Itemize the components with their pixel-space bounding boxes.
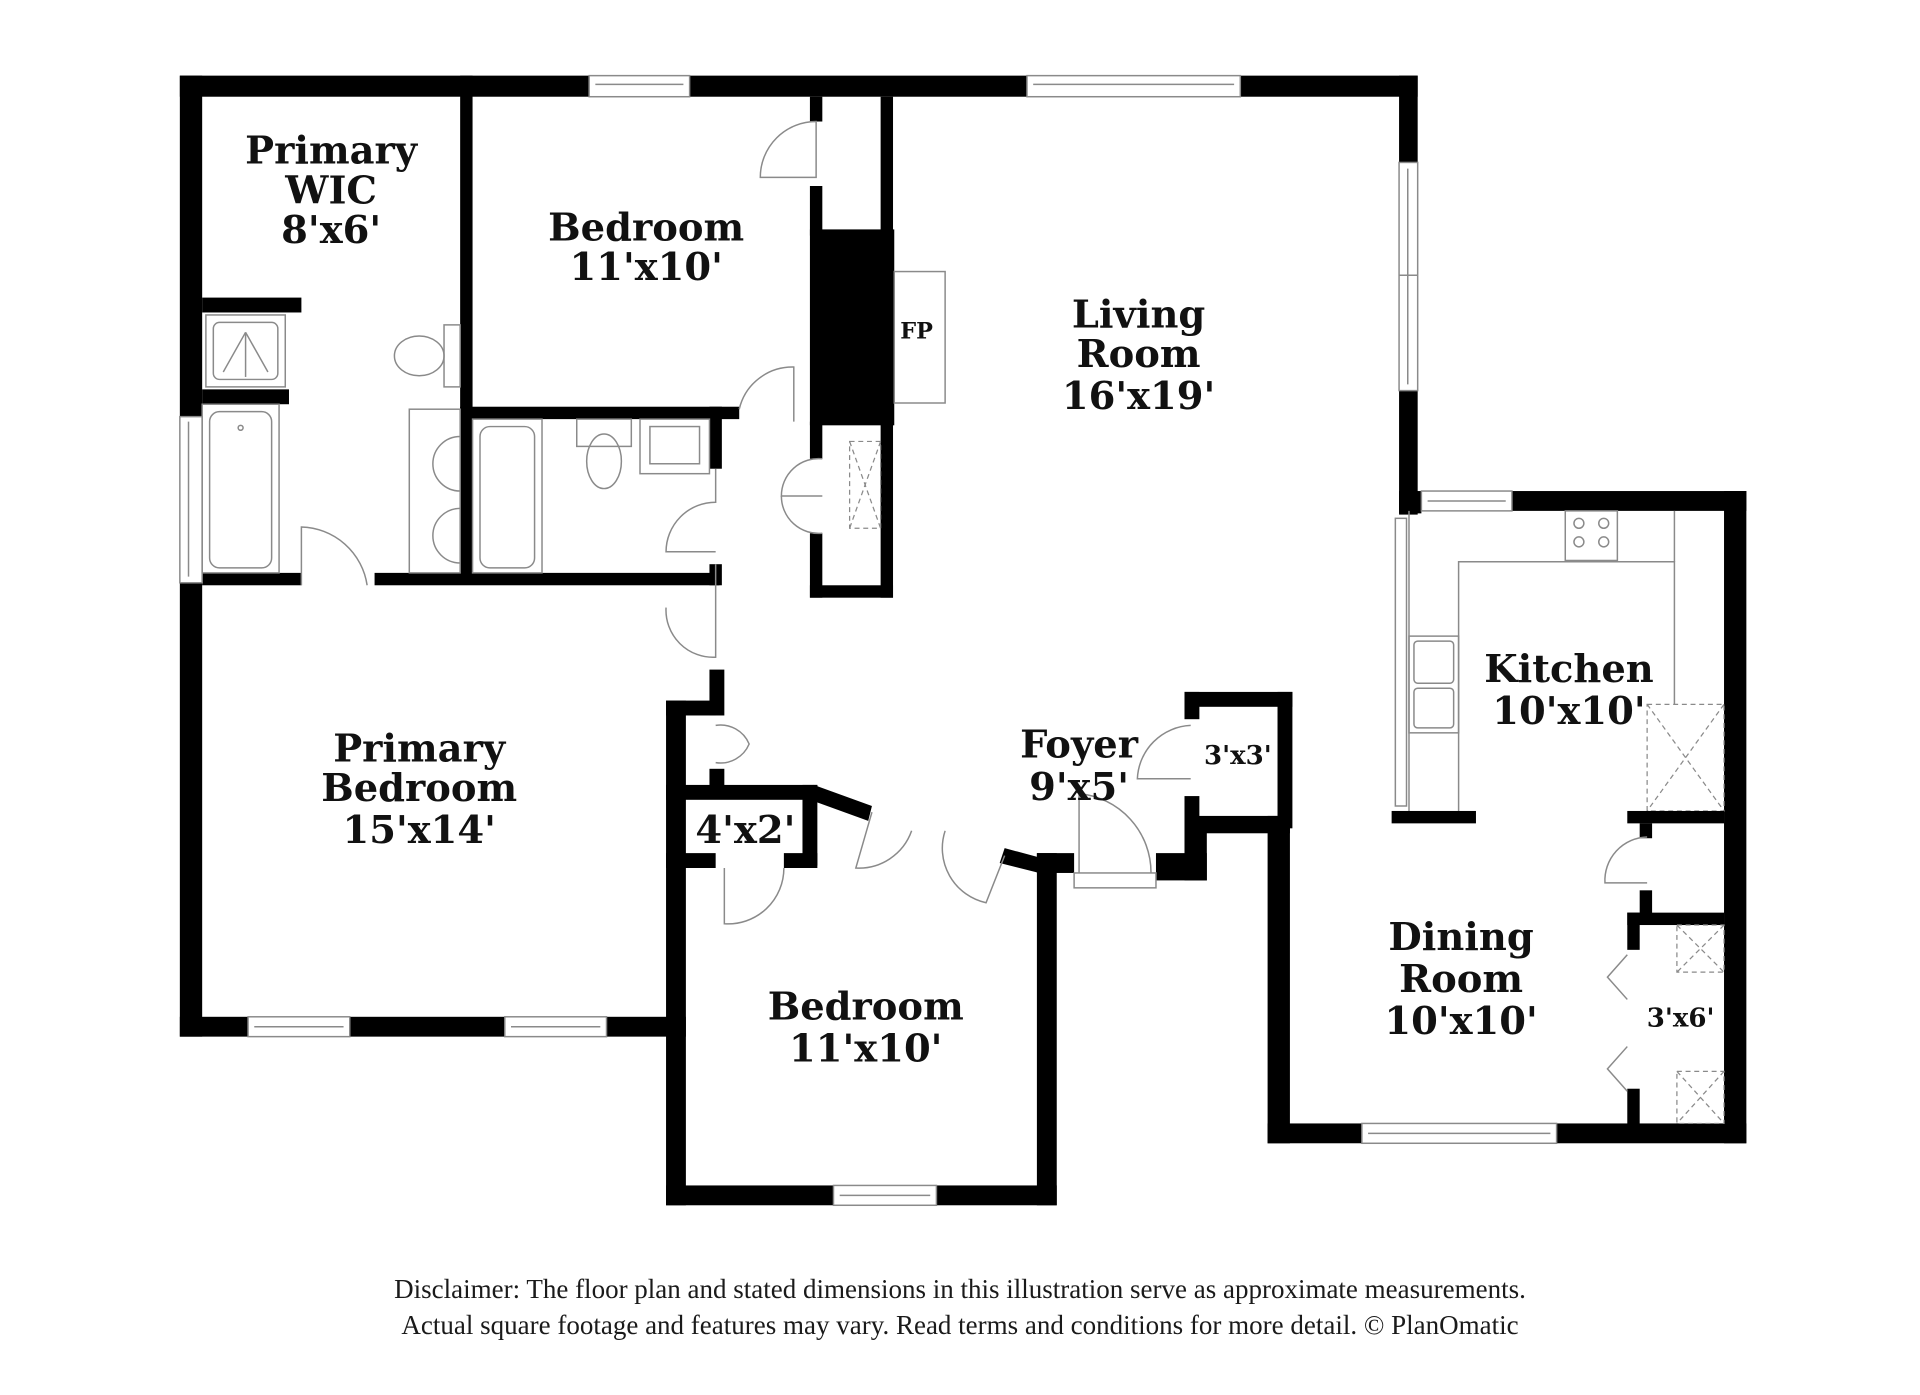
windows: [179, 74, 1558, 1207]
svg-text:Room: Room: [1077, 332, 1201, 377]
room-label-living-room: Living Room 16'x19': [1062, 292, 1215, 419]
svg-text:Bedroom: Bedroom: [768, 984, 964, 1029]
fixtures: [201, 270, 1725, 1126]
room-label-kitchen: Kitchen 10'x10': [1484, 647, 1654, 734]
svg-text:Bedroom: Bedroom: [321, 766, 517, 811]
room-label-primary-bedroom: Primary Bedroom 15'x14': [321, 726, 517, 853]
svg-text:15'x14': 15'x14': [342, 808, 495, 853]
svg-text:11'x10': 11'x10': [789, 1026, 942, 1071]
svg-text:8'x6': 8'x6': [281, 208, 381, 253]
fireplace-icon: [893, 270, 946, 404]
svg-text:16'x19': 16'x19': [1062, 374, 1215, 419]
svg-text:Dining: Dining: [1388, 915, 1533, 960]
kitchen-sink-icon: [1408, 635, 1460, 734]
disclaimer-line-2: Actual square footage and features may v…: [401, 1310, 1519, 1340]
stove-icon: [1564, 510, 1619, 562]
svg-text:Bedroom: Bedroom: [548, 206, 744, 251]
sink-icon: [639, 418, 711, 475]
svg-text:10'x10': 10'x10': [1492, 689, 1645, 734]
room-label-closet-foyer: 3'x3': [1204, 741, 1272, 771]
fireplace-label: FP: [900, 319, 933, 345]
room-label-primary-wic: Primary WIC 8'x6': [245, 129, 419, 253]
toilet-icon: [576, 418, 633, 490]
room-label-foyer: Foyer 9'x5': [1020, 723, 1139, 810]
svg-text:WIC: WIC: [284, 168, 377, 213]
walls: [179, 75, 1747, 1206]
svg-text:11'x10': 11'x10': [569, 245, 722, 290]
svg-text:Primary: Primary: [333, 726, 507, 771]
disclaimer-line-1: Disclaimer: The floor plan and stated di…: [394, 1274, 1526, 1304]
vanity-icon: [408, 408, 461, 574]
svg-text:10'x10': 10'x10': [1384, 999, 1537, 1044]
room-label-closet-dining: 3'x6': [1647, 1004, 1715, 1034]
room-label-closet-hall: 4'x2': [695, 808, 795, 853]
doors: [300, 120, 1648, 1092]
toilet-icon: [393, 324, 461, 388]
room-label-dining-room: Dining Room 10'x10': [1384, 915, 1537, 1044]
room-label-bedroom-north: Bedroom 11'x10': [548, 206, 744, 291]
svg-text:Living: Living: [1072, 292, 1205, 337]
bathtub-icon: [201, 403, 280, 574]
svg-text:Foyer: Foyer: [1020, 723, 1139, 768]
shower-icon: [205, 314, 287, 388]
bathtub-icon: [471, 418, 543, 574]
svg-text:Primary: Primary: [245, 129, 419, 174]
svg-text:9'x5': 9'x5': [1029, 765, 1129, 810]
svg-text:Room: Room: [1399, 957, 1523, 1002]
svg-text:Kitchen: Kitchen: [1484, 647, 1654, 692]
room-label-bedroom-south: Bedroom 11'x10': [768, 984, 964, 1071]
